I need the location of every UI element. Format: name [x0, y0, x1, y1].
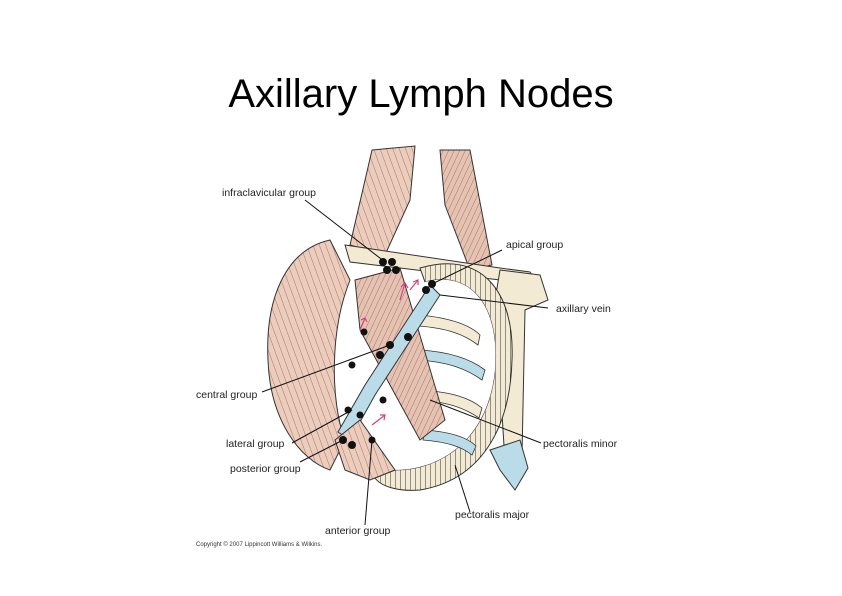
node-infraclavicular	[379, 258, 387, 266]
copyright-notice: Copyright © 2007 Lippincott Williams & W…	[196, 541, 322, 548]
node-posterior	[348, 441, 356, 449]
label-central-group: central group	[196, 389, 257, 401]
rib-1	[417, 314, 481, 346]
arm-muscle	[267, 239, 351, 471]
node-lateral	[356, 411, 364, 419]
latissimus-muscle	[334, 419, 396, 481]
label-infraclavicular-group: infraclavicular group	[222, 187, 316, 199]
node-lateral	[348, 361, 356, 369]
node-central	[404, 333, 412, 341]
label-axillary-vein: axillary vein	[556, 303, 611, 315]
node-infraclavicular	[388, 258, 396, 266]
node-infraclavicular	[392, 266, 400, 274]
label-anterior-group: anterior group	[325, 525, 391, 537]
label-apical-group: apical group	[506, 239, 563, 251]
label-lateral-group: lateral group	[226, 438, 285, 450]
label-posterior-group: posterior group	[230, 463, 301, 475]
node-anterior	[379, 396, 387, 404]
node-infraclavicular	[383, 266, 391, 274]
label-pectoralis-minor: pectoralis minor	[543, 438, 618, 450]
node-central	[376, 351, 384, 359]
neck-muscle-left	[349, 145, 416, 256]
page-title: Axillary Lymph Nodes	[228, 72, 614, 116]
rib-2	[417, 349, 486, 381]
neck-muscle-right	[439, 149, 493, 271]
node-central	[360, 328, 368, 336]
lymph-flow-arrows	[359, 279, 419, 426]
xiphoid-bone	[489, 439, 529, 491]
leader-lines	[261, 199, 549, 526]
rib-4	[422, 429, 477, 456]
node-apical	[422, 286, 430, 294]
label-pectoralis-major: pectoralis major	[455, 509, 530, 521]
